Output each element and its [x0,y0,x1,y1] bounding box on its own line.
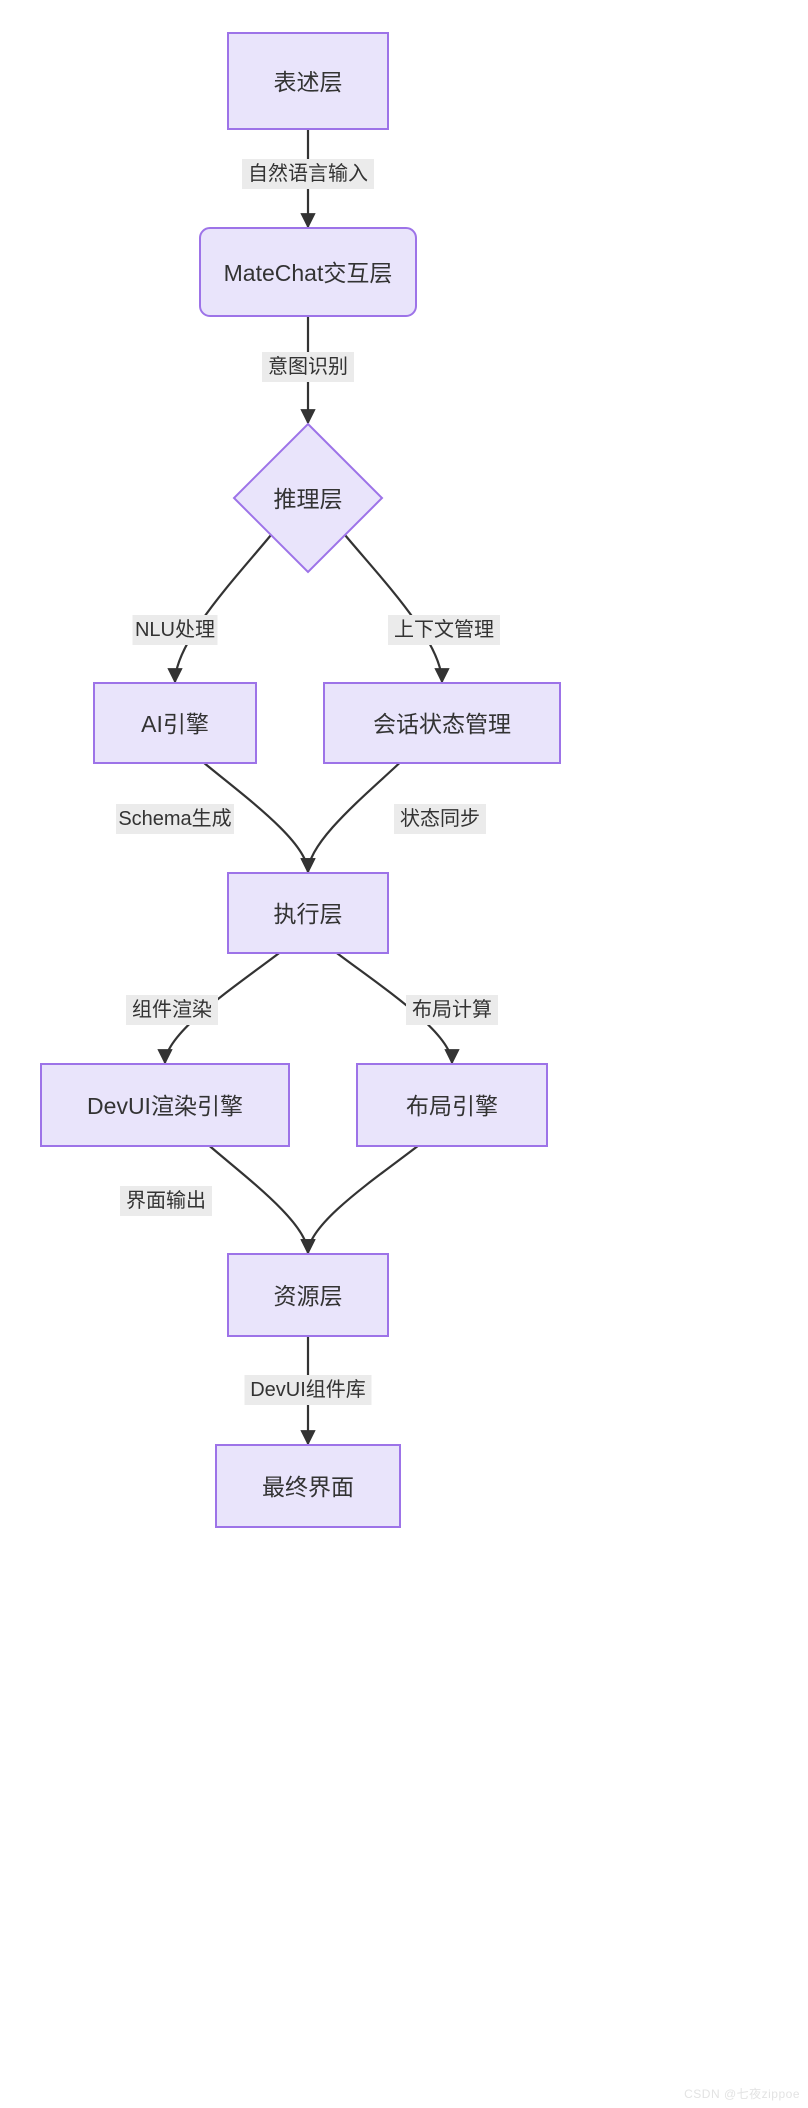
edge-n5-to-n6 [300,762,401,874]
node-label: 资源层 [274,1283,343,1309]
edge-label-background [262,352,354,382]
node-n8[interactable]: 布局引擎 [356,1063,548,1147]
edge-label-text: DevUI组件库 [250,1378,366,1401]
node-shape-rect [227,32,389,130]
node-shape-diamond [232,422,384,574]
node-n5[interactable]: 会话状态管理 [323,682,561,764]
edge-label-background [394,804,486,834]
node-n9[interactable]: 资源层 [227,1253,389,1337]
node-label: DevUI渲染引擎 [87,1093,243,1119]
node-n4[interactable]: AI引擎 [93,682,257,764]
node-label: MateChat交互层 [224,260,393,286]
edge-label-background [406,995,498,1025]
node-shape-rect [40,1063,290,1147]
node-n1[interactable]: 表述层 [227,32,389,130]
edges-layer [157,129,460,1446]
edge-label-text: Schema生成 [118,807,231,830]
node-shape-rect [356,1063,548,1147]
node-n10[interactable]: 最终界面 [215,1444,401,1528]
edge-label-text: NLU处理 [135,618,215,641]
node-shape-rect [227,872,389,954]
edge-label-text: 界面输出 [126,1189,206,1212]
edge-label-text: 布局计算 [412,998,492,1021]
edge-label-n5-to-n6: 状态同步 [394,804,486,834]
edge-label-text: 上下文管理 [394,618,494,641]
node-shape-rect [227,1253,389,1337]
node-shape-rect [93,682,257,764]
node-shape-rect [323,682,561,764]
node-label: AI引擎 [141,711,209,737]
node-n3[interactable]: 推理层 [232,422,384,574]
edge-label-n3-to-n5: 上下文管理 [388,615,500,645]
edge-label-n4-to-n6: Schema生成 [116,804,234,834]
edge-label-text: 状态同步 [400,807,480,830]
node-label: 布局引擎 [406,1093,498,1119]
edge-label-n1-to-n2: 自然语言输入 [242,159,374,189]
edge-label-background [132,615,218,645]
edge-label-background [120,1186,212,1216]
node-shape-rect [215,1444,401,1528]
edge-label-n6-to-n8: 布局计算 [406,995,498,1025]
edge-label-n6-to-n7: 组件渲染 [126,995,218,1025]
node-label: 会话状态管理 [373,711,511,737]
edge-label-n2-to-n3: 意图识别 [262,352,354,382]
node-label: 表述层 [274,69,343,95]
edge-n8-to-n9 [300,1145,419,1255]
edge-label-background [126,995,218,1025]
edge-label-text: 组件渲染 [132,998,212,1021]
node-label: 最终界面 [262,1474,354,1500]
node-n2[interactable]: MateChat交互层 [199,227,417,317]
edge-n7-to-n9 [208,1145,316,1255]
edge-label-background [244,1375,372,1405]
edge-label-text: 自然语言输入 [248,162,368,185]
node-n6[interactable]: 执行层 [227,872,389,954]
edge-n3-to-n5 [344,534,450,684]
edge-label-n3-to-n4: NLU处理 [132,615,218,645]
edge-label-n9-to-n10: DevUI组件库 [244,1375,372,1405]
edge-label-background [116,804,234,834]
node-label: 执行层 [274,901,343,927]
edge-label-n7-to-n9: 界面输出 [120,1186,212,1216]
node-label: 推理层 [274,486,343,512]
edge-label-background [242,159,374,189]
edge-label-background [388,615,500,645]
edge-label-text: 意图识别 [268,355,348,378]
watermark: CSDN @七夜zippoe [684,2087,800,2101]
node-n7[interactable]: DevUI渲染引擎 [40,1063,290,1147]
edge-n3-to-n4 [167,534,272,684]
node-shape-rounded [199,227,417,317]
